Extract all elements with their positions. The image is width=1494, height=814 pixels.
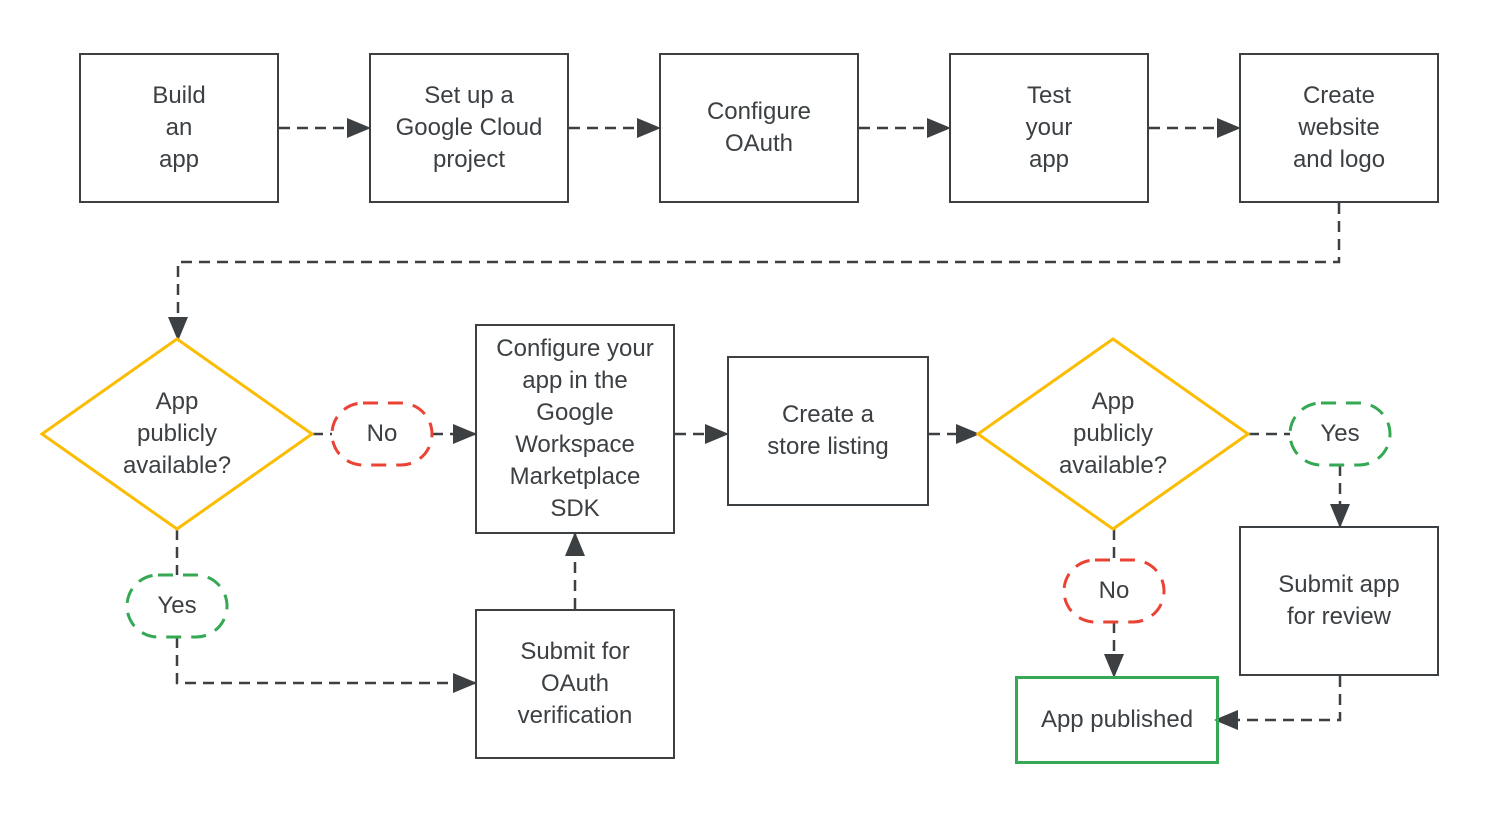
decision-1-diamond — [39, 337, 315, 531]
node-app-published: App published — [1015, 676, 1219, 764]
decision-2-label: App publicly available? — [1058, 388, 1168, 479]
connector-yes-to-submit-oauth — [175, 637, 477, 693]
connector-submit-review-to-published — [1214, 676, 1342, 730]
node-create-website-logo: Create website and logo — [1239, 53, 1439, 203]
decision-1-label: App publicly available? — [122, 388, 232, 479]
no-2-label: No — [1098, 577, 1130, 604]
yes-2-label: Yes — [1320, 420, 1360, 447]
node-setup-cloud-project: Set up a Google Cloud project — [369, 53, 569, 203]
decision-2-diamond — [975, 337, 1251, 531]
no-1-label: No — [366, 420, 398, 447]
node-test-your-app: Test your app — [949, 53, 1149, 203]
node-configure-oauth: Configure OAuth — [659, 53, 859, 203]
node-build-an-app: Build an app — [79, 53, 279, 203]
yes-1-label: Yes — [157, 592, 197, 619]
yes-1-oval — [125, 573, 229, 639]
yes-2-oval — [1288, 401, 1392, 467]
node-create-store-listing: Create a store listing — [727, 356, 929, 506]
node-submit-oauth-verification: Submit for OAuth verification — [475, 609, 675, 759]
node-submit-app-for-review: Submit app for review — [1239, 526, 1439, 676]
no-2-oval — [1062, 558, 1166, 624]
connector-website-to-decision-1 — [168, 203, 1341, 341]
node-configure-marketplace-sdk: Configure your app in the Google Workspa… — [475, 324, 675, 534]
no-1-oval — [330, 401, 434, 467]
